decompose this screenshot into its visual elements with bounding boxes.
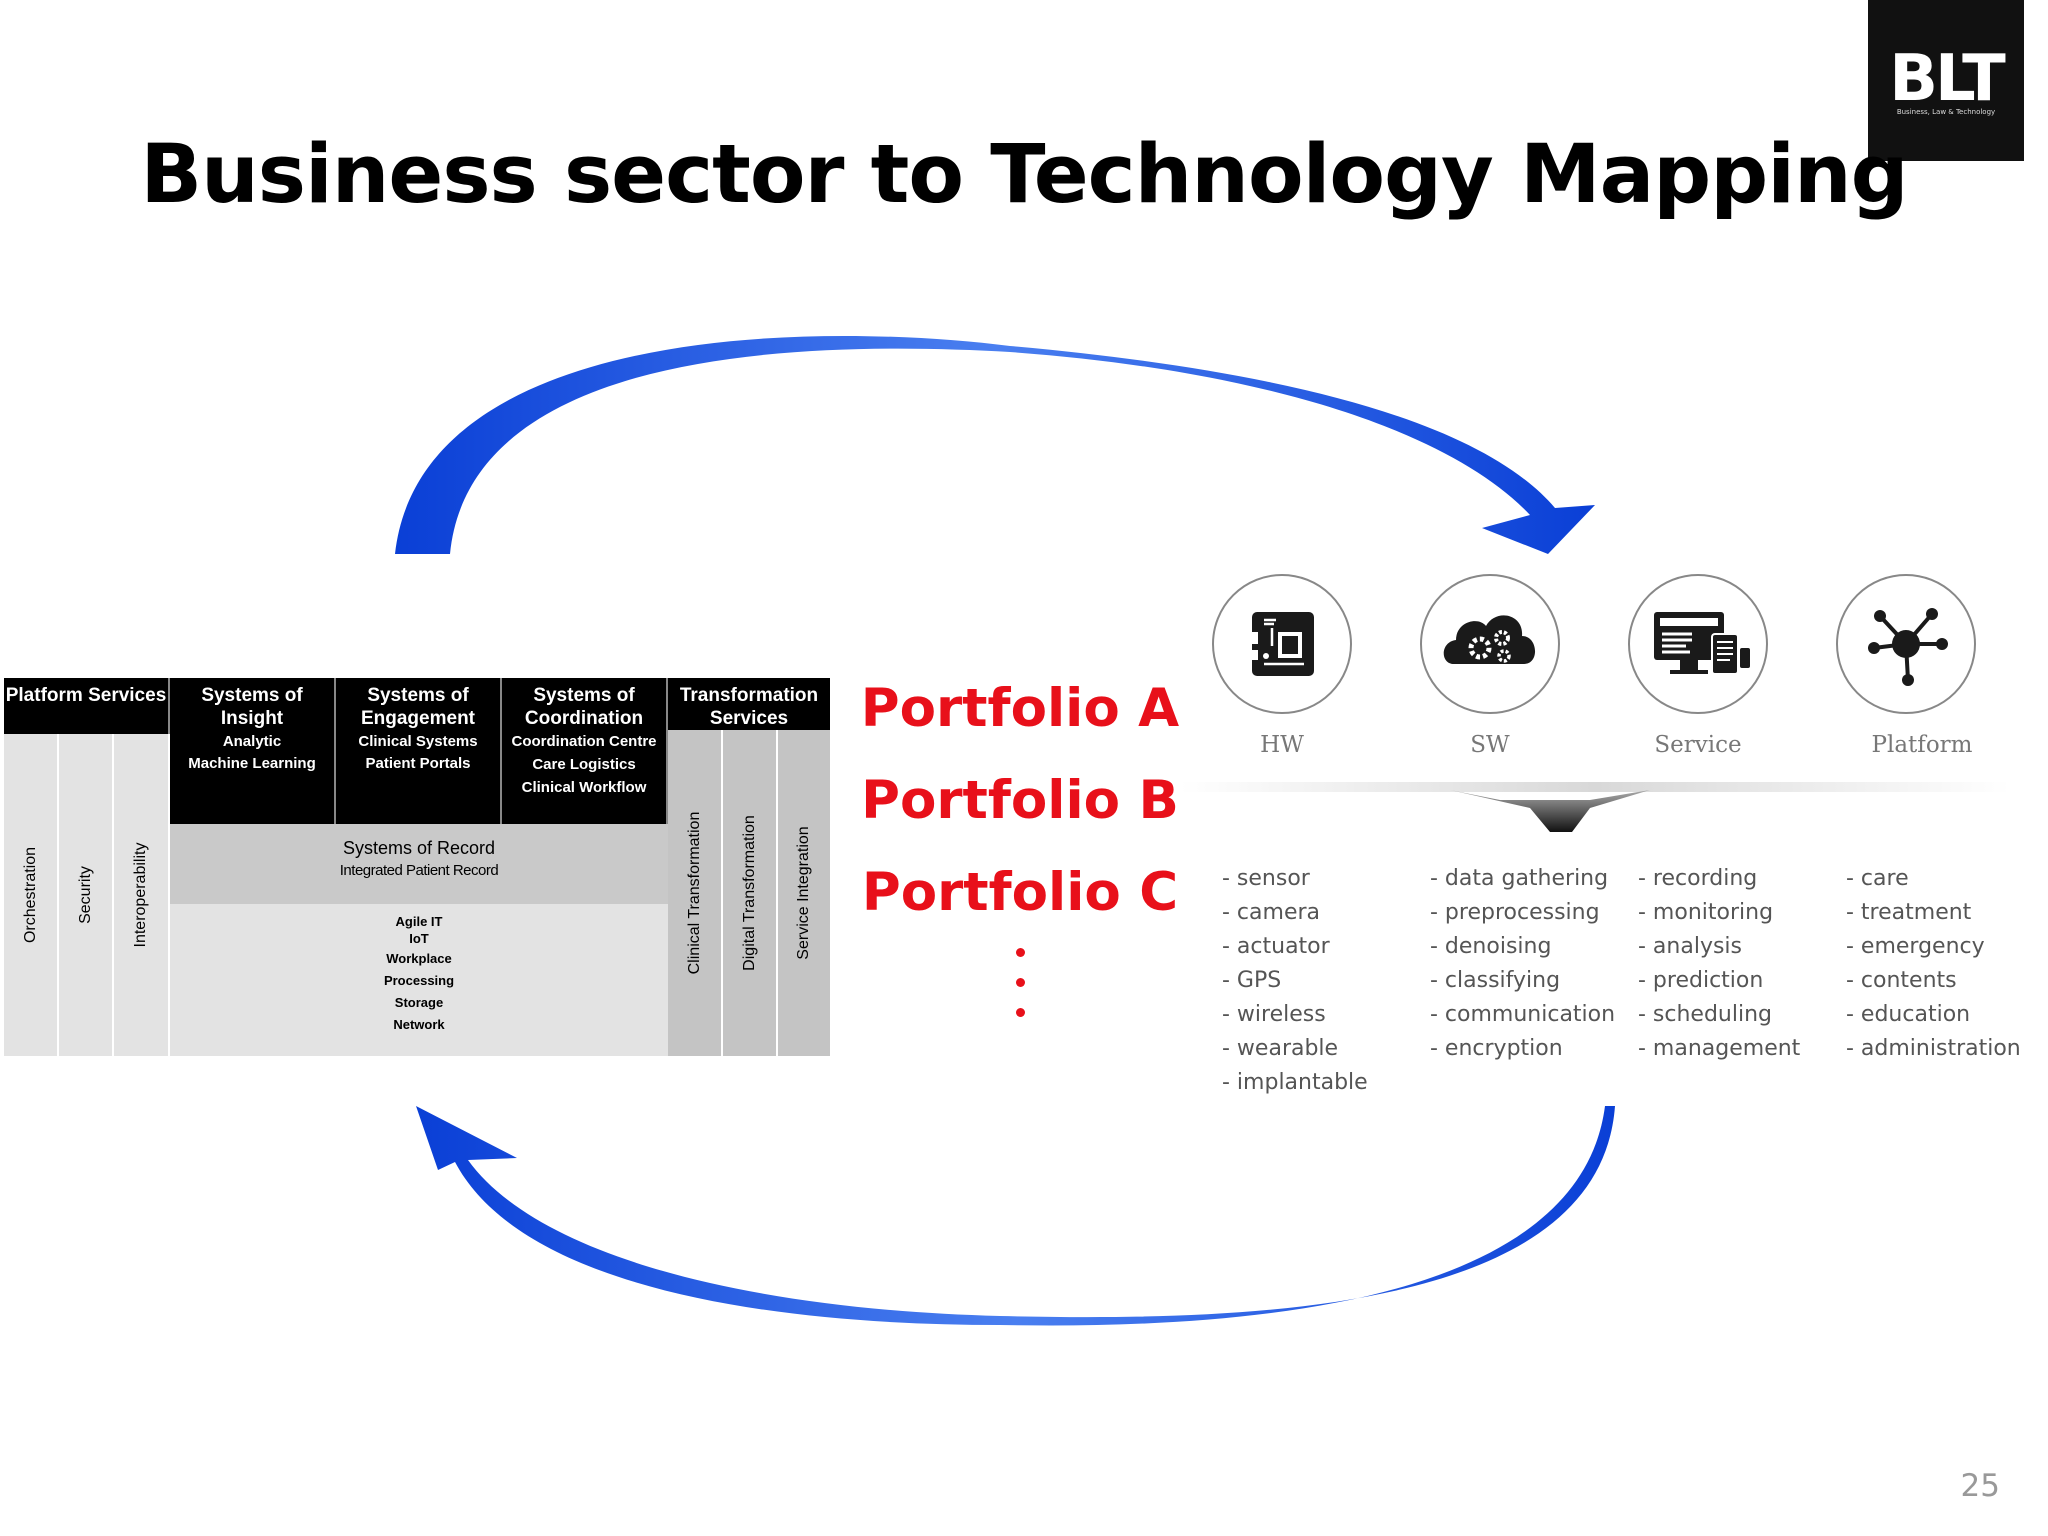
logo-text: BLT (1889, 42, 2006, 116)
platform-services-header: Platform Services (4, 678, 170, 734)
logo-tagline: Business, Law & Technology (1896, 108, 1996, 116)
ellipsis-dot (1016, 978, 1025, 987)
service-list: - recording - monitoring - analysis - pr… (1638, 862, 1800, 1066)
clinical-transformation-column: Clinical Transformation (668, 730, 723, 1056)
orchestration-label: Orchestration (21, 846, 39, 944)
ellipsis-dot (1016, 1008, 1025, 1017)
engagement-item: Patient Portals (365, 755, 471, 772)
blt-logo: BLT Business, Law & Technology (1868, 0, 2024, 161)
list-item: - emergency (1846, 934, 1985, 959)
sw-icon-circle (1420, 574, 1560, 714)
list-item: - GPS (1222, 968, 1282, 993)
engagement-title: Systems of Engagement (360, 685, 476, 729)
hw-icon-circle (1212, 574, 1352, 714)
coordination-item: Coordination Centre (511, 733, 657, 750)
list-item: - analysis (1638, 934, 1743, 959)
interoperability-label: Interoperability (132, 842, 149, 948)
hw-list: - sensor - camera - actuator - GPS - wir… (1222, 862, 1368, 1100)
insight-title: Systems of Insight (201, 685, 303, 729)
coordination-item: Clinical Workflow (521, 779, 647, 796)
platform-label: Platform (1871, 732, 1973, 758)
infra-item: Workplace (386, 951, 452, 966)
list-item: - management (1638, 1036, 1801, 1061)
engagement-block: Systems of Engagement Clinical Systems P… (336, 678, 502, 824)
infra-item: Processing (383, 973, 455, 988)
service-integration-label: Service Integration (795, 826, 812, 960)
infra-item: Agile IT (395, 914, 443, 929)
page-title: Business sector to Technology Mapping (140, 128, 1908, 222)
list-item: - preprocessing (1430, 900, 1600, 925)
list-item: - treatment (1846, 900, 1972, 925)
list-item: - monitoring (1638, 900, 1774, 925)
list-item: - care (1846, 866, 1909, 891)
engagement-item: Clinical Systems (358, 733, 478, 750)
transformation-services-header: Transformation Services (668, 678, 830, 730)
network-hub-icon (1868, 608, 1948, 686)
list-item: - data gathering (1430, 866, 1609, 891)
list-item: - actuator (1222, 934, 1330, 959)
hw-label: HW (1260, 732, 1304, 758)
infrastructure-block: Agile IT IoT Workplace Processing Storag… (170, 904, 668, 1056)
service-icon-circle (1628, 574, 1768, 714)
list-item: - communication (1430, 1002, 1616, 1027)
coordination-title: Systems of Coordination (524, 685, 644, 729)
sw-label: SW (1470, 732, 1510, 758)
portfolio-c: Portfolio C (861, 862, 1179, 923)
architecture-table: Platform Services Systems of Insight Ana… (4, 678, 830, 1056)
insight-block: Systems of Insight Analytic Machine Lear… (170, 678, 336, 824)
cloud-gears-icon (1443, 615, 1536, 664)
list-item: - administration (1846, 1036, 2021, 1061)
portfolio-b: Portfolio B (861, 770, 1179, 831)
infra-item: Network (393, 1017, 445, 1032)
digital-transformation-column: Digital Transformation (723, 730, 778, 1056)
infra-item: IoT (409, 931, 429, 946)
list-item: - camera (1222, 900, 1321, 925)
ellipsis-dot (1016, 948, 1025, 957)
orchestration-column: Orchestration (4, 734, 59, 1056)
systems-of-record: Systems of Record Integrated Patient Rec… (170, 824, 668, 904)
list-item: - contents (1846, 968, 1957, 993)
list-item: - encryption (1430, 1036, 1563, 1061)
page-number: 25 (1960, 1468, 2000, 1504)
portfolio-a: Portfolio A (860, 678, 1180, 739)
coordination-block: Systems of Coordination Coordination Cen… (502, 678, 668, 824)
platform-icon-circle (1836, 574, 1976, 714)
divider-arrow (1180, 782, 2010, 832)
list-item: - recording (1638, 866, 1758, 891)
list-item: - wearable (1222, 1036, 1339, 1061)
record-subtitle: Integrated Patient Record (339, 862, 499, 879)
interoperability-column: Interoperability (114, 734, 170, 1056)
record-title: Systems of Record (342, 838, 496, 858)
service-integration-column: Service Integration (778, 730, 830, 1056)
insight-item: Machine Learning (188, 755, 316, 772)
platform-list: - care - treatment - emergency - content… (1846, 862, 2021, 1066)
list-item: - classifying (1430, 968, 1561, 993)
list-item: - denoising (1430, 934, 1552, 959)
list-item: - implantable (1222, 1070, 1368, 1095)
circuit-board-icon (1244, 612, 1314, 676)
devices-icon (1654, 612, 1750, 675)
sw-list: - data gathering - preprocessing - denoi… (1430, 862, 1615, 1066)
security-label: Security (76, 866, 94, 924)
list-item: - education (1846, 1002, 1971, 1027)
insight-item: Analytic (222, 733, 282, 750)
infra-item: Storage (394, 995, 444, 1010)
list-item: - wireless (1222, 1002, 1326, 1027)
list-item: - scheduling (1638, 1002, 1773, 1027)
digital-transformation-label: Digital Transformation (740, 815, 758, 971)
coordination-item: Care Logistics (532, 756, 636, 773)
list-item: - prediction (1638, 968, 1764, 993)
service-label: Service (1654, 732, 1742, 758)
security-column: Security (59, 734, 114, 1056)
list-item: - sensor (1222, 866, 1310, 891)
clinical-transformation-label: Clinical Transformation (685, 811, 703, 975)
top-arrow (395, 335, 1595, 554)
bottom-arrow (416, 1106, 1615, 1326)
